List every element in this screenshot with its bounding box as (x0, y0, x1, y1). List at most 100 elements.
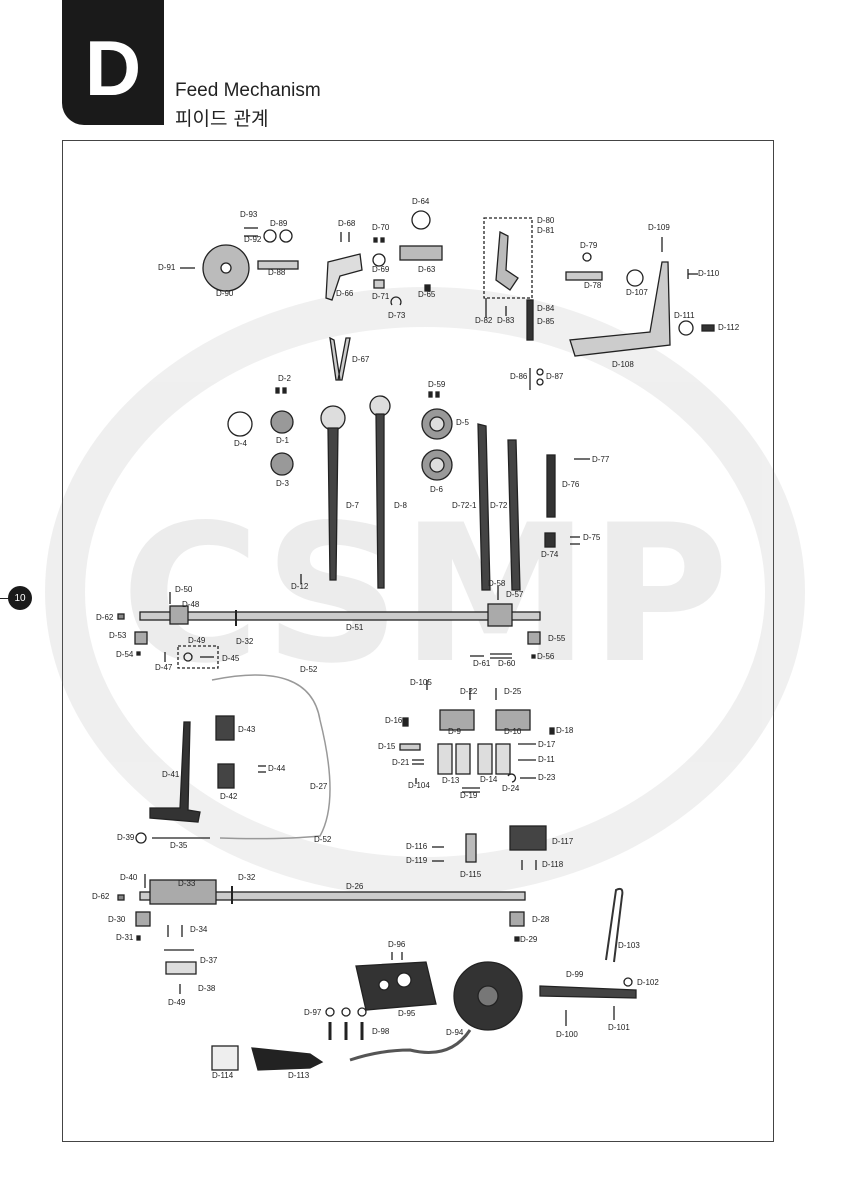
part-label: D-75 (583, 533, 601, 542)
part-label: D-5 (456, 418, 469, 427)
part-label: D-52 (314, 835, 332, 844)
part-label: D-64 (412, 197, 430, 206)
part-label: D-109 (648, 223, 670, 232)
part-label: D-61 (473, 659, 491, 668)
part-label: D-7 (346, 501, 359, 510)
part-label: D-52 (300, 665, 318, 674)
part-label: D-51 (346, 623, 364, 632)
diagram-frame (62, 140, 774, 1142)
part-label: D-66 (336, 289, 354, 298)
part-label: D-83 (497, 316, 515, 325)
part-label: D-86 (510, 372, 528, 381)
part-label: D-88 (268, 268, 286, 277)
part-label: D-117 (552, 837, 574, 846)
part-label: D-60 (498, 659, 516, 668)
part-label: D-8 (394, 501, 407, 510)
part-label: D-89 (270, 219, 288, 228)
part-label: D-118 (542, 860, 564, 869)
part-label: D-42 (220, 792, 238, 801)
part-label: D-107 (626, 288, 648, 297)
section-title-english: Feed Mechanism (175, 80, 321, 101)
part-label: D-58 (488, 579, 506, 588)
part-label: D-15 (378, 742, 396, 751)
part-label: D-113 (288, 1071, 310, 1080)
part-label: D-111 (674, 311, 695, 320)
part-label: D-3 (276, 479, 289, 488)
part-label: D-25 (504, 687, 522, 696)
part-label: D-68 (338, 219, 356, 228)
part-label: D-70 (372, 223, 390, 232)
part-label: D-29 (520, 935, 538, 944)
part-label: D-40 (120, 873, 138, 882)
part-label: D-13 (442, 776, 460, 785)
part-label: D-26 (346, 882, 364, 891)
part-label: D-76 (562, 480, 580, 489)
part-label: D-18 (556, 726, 574, 735)
part-label: D-32 (238, 873, 256, 882)
part-label: D-101 (608, 1023, 630, 1032)
part-label: D-49 (168, 998, 186, 1007)
part-label: D-24 (502, 784, 520, 793)
part-label: D-63 (418, 265, 436, 274)
watermark-logo: CSMP (45, 287, 805, 897)
part-label: D-98 (372, 1027, 390, 1036)
part-label: D-74 (541, 550, 559, 559)
part-label: D-59 (428, 380, 446, 389)
part-label: D-72 (490, 501, 508, 510)
part-label: D-55 (548, 634, 566, 643)
part-label: D-90 (216, 289, 234, 298)
part-label: D-87 (546, 372, 564, 381)
part-label: D-92 (244, 235, 262, 244)
part-label: D-45 (222, 654, 240, 663)
part-label: D-6 (430, 485, 443, 494)
part-label: D-4 (234, 439, 247, 448)
part-label: D-9 (448, 727, 461, 736)
part-label: D-93 (240, 210, 258, 219)
part-label: D-19 (460, 791, 478, 800)
part-label: D-12 (291, 582, 309, 591)
part-label: D-100 (556, 1030, 578, 1039)
section-title-korean: 피이드 관계 (175, 108, 269, 130)
part-label: D-27 (310, 782, 328, 791)
part-label: D-94 (446, 1028, 464, 1037)
part-label: D-112 (718, 323, 740, 332)
part-label: D-99 (566, 970, 584, 979)
part-label: D-37 (200, 956, 218, 965)
part-label: D-30 (108, 915, 126, 924)
part-label: D-41 (162, 770, 180, 779)
part-label: D-114 (212, 1071, 234, 1080)
part-label: D-67 (352, 355, 370, 364)
part-label: D-54 (116, 650, 134, 659)
part-label: D-39 (117, 833, 135, 842)
part-label: D-49 (188, 636, 206, 645)
part-label: D-102 (637, 978, 659, 987)
part-label: D-35 (170, 841, 188, 850)
part-label: D-50 (175, 585, 193, 594)
section-badge: D (62, 0, 164, 125)
part-label: D-28 (532, 915, 550, 924)
part-label: D-10 (504, 727, 522, 736)
part-label: D-71 (372, 292, 390, 301)
part-label: D-73 (388, 311, 406, 320)
part-label: D-22 (460, 687, 478, 696)
part-label: D-44 (268, 764, 286, 773)
part-label: D-84 (537, 304, 555, 313)
part-label: D-80 (537, 216, 555, 225)
part-label: D-16 (385, 716, 403, 725)
part-label: D-79 (580, 241, 598, 250)
part-label: D-103 (618, 941, 640, 950)
section-letter: D (84, 23, 142, 112)
part-label: D-48 (182, 600, 200, 609)
part-label: D-1 (276, 436, 289, 445)
part-label: D-62 (92, 892, 110, 901)
part-label: D-2 (278, 374, 291, 383)
part-label: D-91 (158, 263, 176, 272)
part-label: D-116 (406, 842, 428, 851)
part-label: D-78 (584, 281, 602, 290)
part-label: D-11 (538, 755, 555, 764)
part-label: D-56 (537, 652, 555, 661)
part-label: D-23 (538, 773, 556, 782)
part-label: D-119 (406, 856, 428, 865)
part-label: D-33 (178, 879, 196, 888)
